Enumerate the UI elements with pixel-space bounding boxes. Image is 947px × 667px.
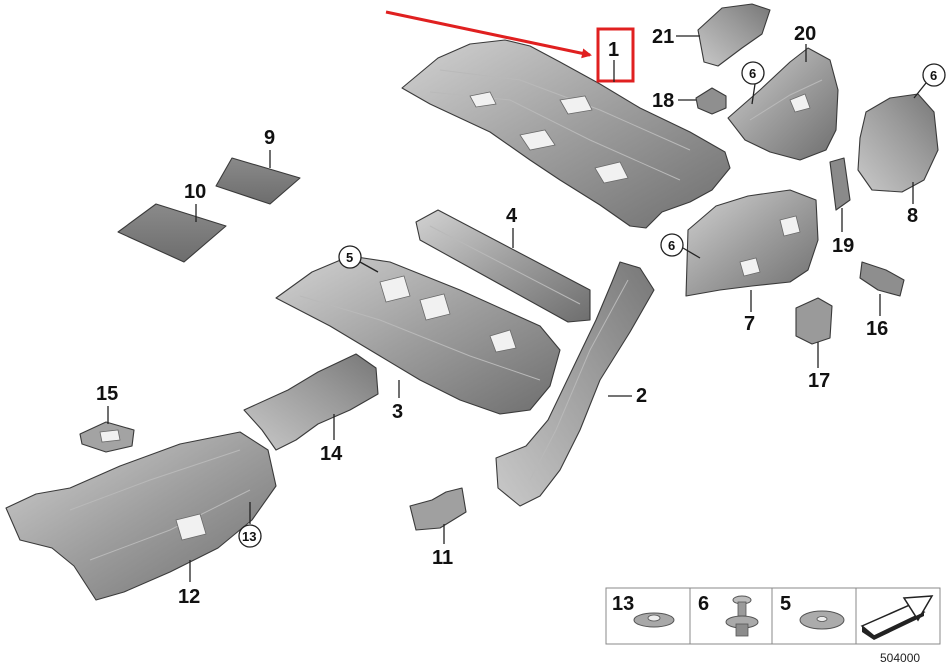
callout-6c: 6 xyxy=(668,238,675,253)
callout-6b-circle xyxy=(922,63,946,87)
leader-5 xyxy=(359,261,379,273)
leader-6a xyxy=(751,83,756,105)
callout-19: 19 xyxy=(832,235,854,257)
callout-3: 3 xyxy=(392,401,403,423)
callout-11: 11 xyxy=(432,547,453,569)
part-16-pad xyxy=(859,261,905,297)
insulation-mat-arrow-icon xyxy=(860,595,934,640)
legend-label-13: 13 xyxy=(612,593,634,615)
part-3-floor-pan-insulation xyxy=(275,255,561,415)
callout-1: 1 xyxy=(608,39,619,61)
callout-6a-circle xyxy=(741,61,765,85)
part-19-spacer xyxy=(829,157,851,211)
part-11-bracket xyxy=(409,487,467,531)
part-20-wheel-arch-insulation xyxy=(727,47,839,161)
callout-10: 10 xyxy=(184,181,206,203)
legend-label-5: 5 xyxy=(780,593,791,615)
callout-12: 12 xyxy=(178,586,200,608)
highlight-arrow xyxy=(385,10,592,59)
part-8-side-insulation xyxy=(857,93,939,193)
part-18-grommet xyxy=(695,87,727,115)
part-4-strip xyxy=(415,209,591,323)
part-21-insulation-cap xyxy=(697,3,771,67)
part-9-mat xyxy=(215,157,301,205)
part-1-floor-insulation xyxy=(401,39,731,229)
callout-21: 21 xyxy=(652,26,674,48)
callout-6c-circle xyxy=(660,233,684,257)
fastener-legend: 13 6 5 xyxy=(605,587,941,645)
part-14-tunnel-insulation xyxy=(243,353,379,451)
callout-9: 9 xyxy=(264,127,275,149)
part-7-wheel-house-insulation xyxy=(685,189,819,297)
callout-20: 20 xyxy=(794,23,816,45)
callout-6a: 6 xyxy=(749,66,756,81)
washer-icon xyxy=(799,610,845,630)
callout-4: 4 xyxy=(506,205,518,227)
part-12-front-floor-insulation xyxy=(5,431,277,601)
leader-6b xyxy=(913,82,927,99)
callout-8: 8 xyxy=(907,205,918,227)
callout-15: 15 xyxy=(96,383,118,405)
callout-5-circle xyxy=(338,245,362,269)
callout-6b: 6 xyxy=(930,68,937,83)
part-15-bracket xyxy=(79,421,135,453)
callout-7: 7 xyxy=(744,313,755,335)
leader-6c xyxy=(682,247,701,259)
legend-label-6: 6 xyxy=(698,593,709,615)
push-clip-icon xyxy=(725,595,759,637)
callout-2: 2 xyxy=(636,385,647,407)
part-10-mat xyxy=(117,203,227,263)
diagram-number: 504000 xyxy=(880,651,920,665)
callout-13: 13 xyxy=(242,529,256,544)
callout-16: 16 xyxy=(866,318,888,340)
part-17-block xyxy=(795,297,833,345)
callout-13-circle xyxy=(238,524,262,548)
part-2-side-rail-insulation xyxy=(495,261,655,507)
highlight-box xyxy=(596,27,635,83)
flat-nut-icon xyxy=(633,612,675,628)
callout-17: 17 xyxy=(808,370,830,392)
callout-14: 14 xyxy=(320,443,343,465)
callout-5: 5 xyxy=(346,250,353,265)
callout-18: 18 xyxy=(652,90,674,112)
